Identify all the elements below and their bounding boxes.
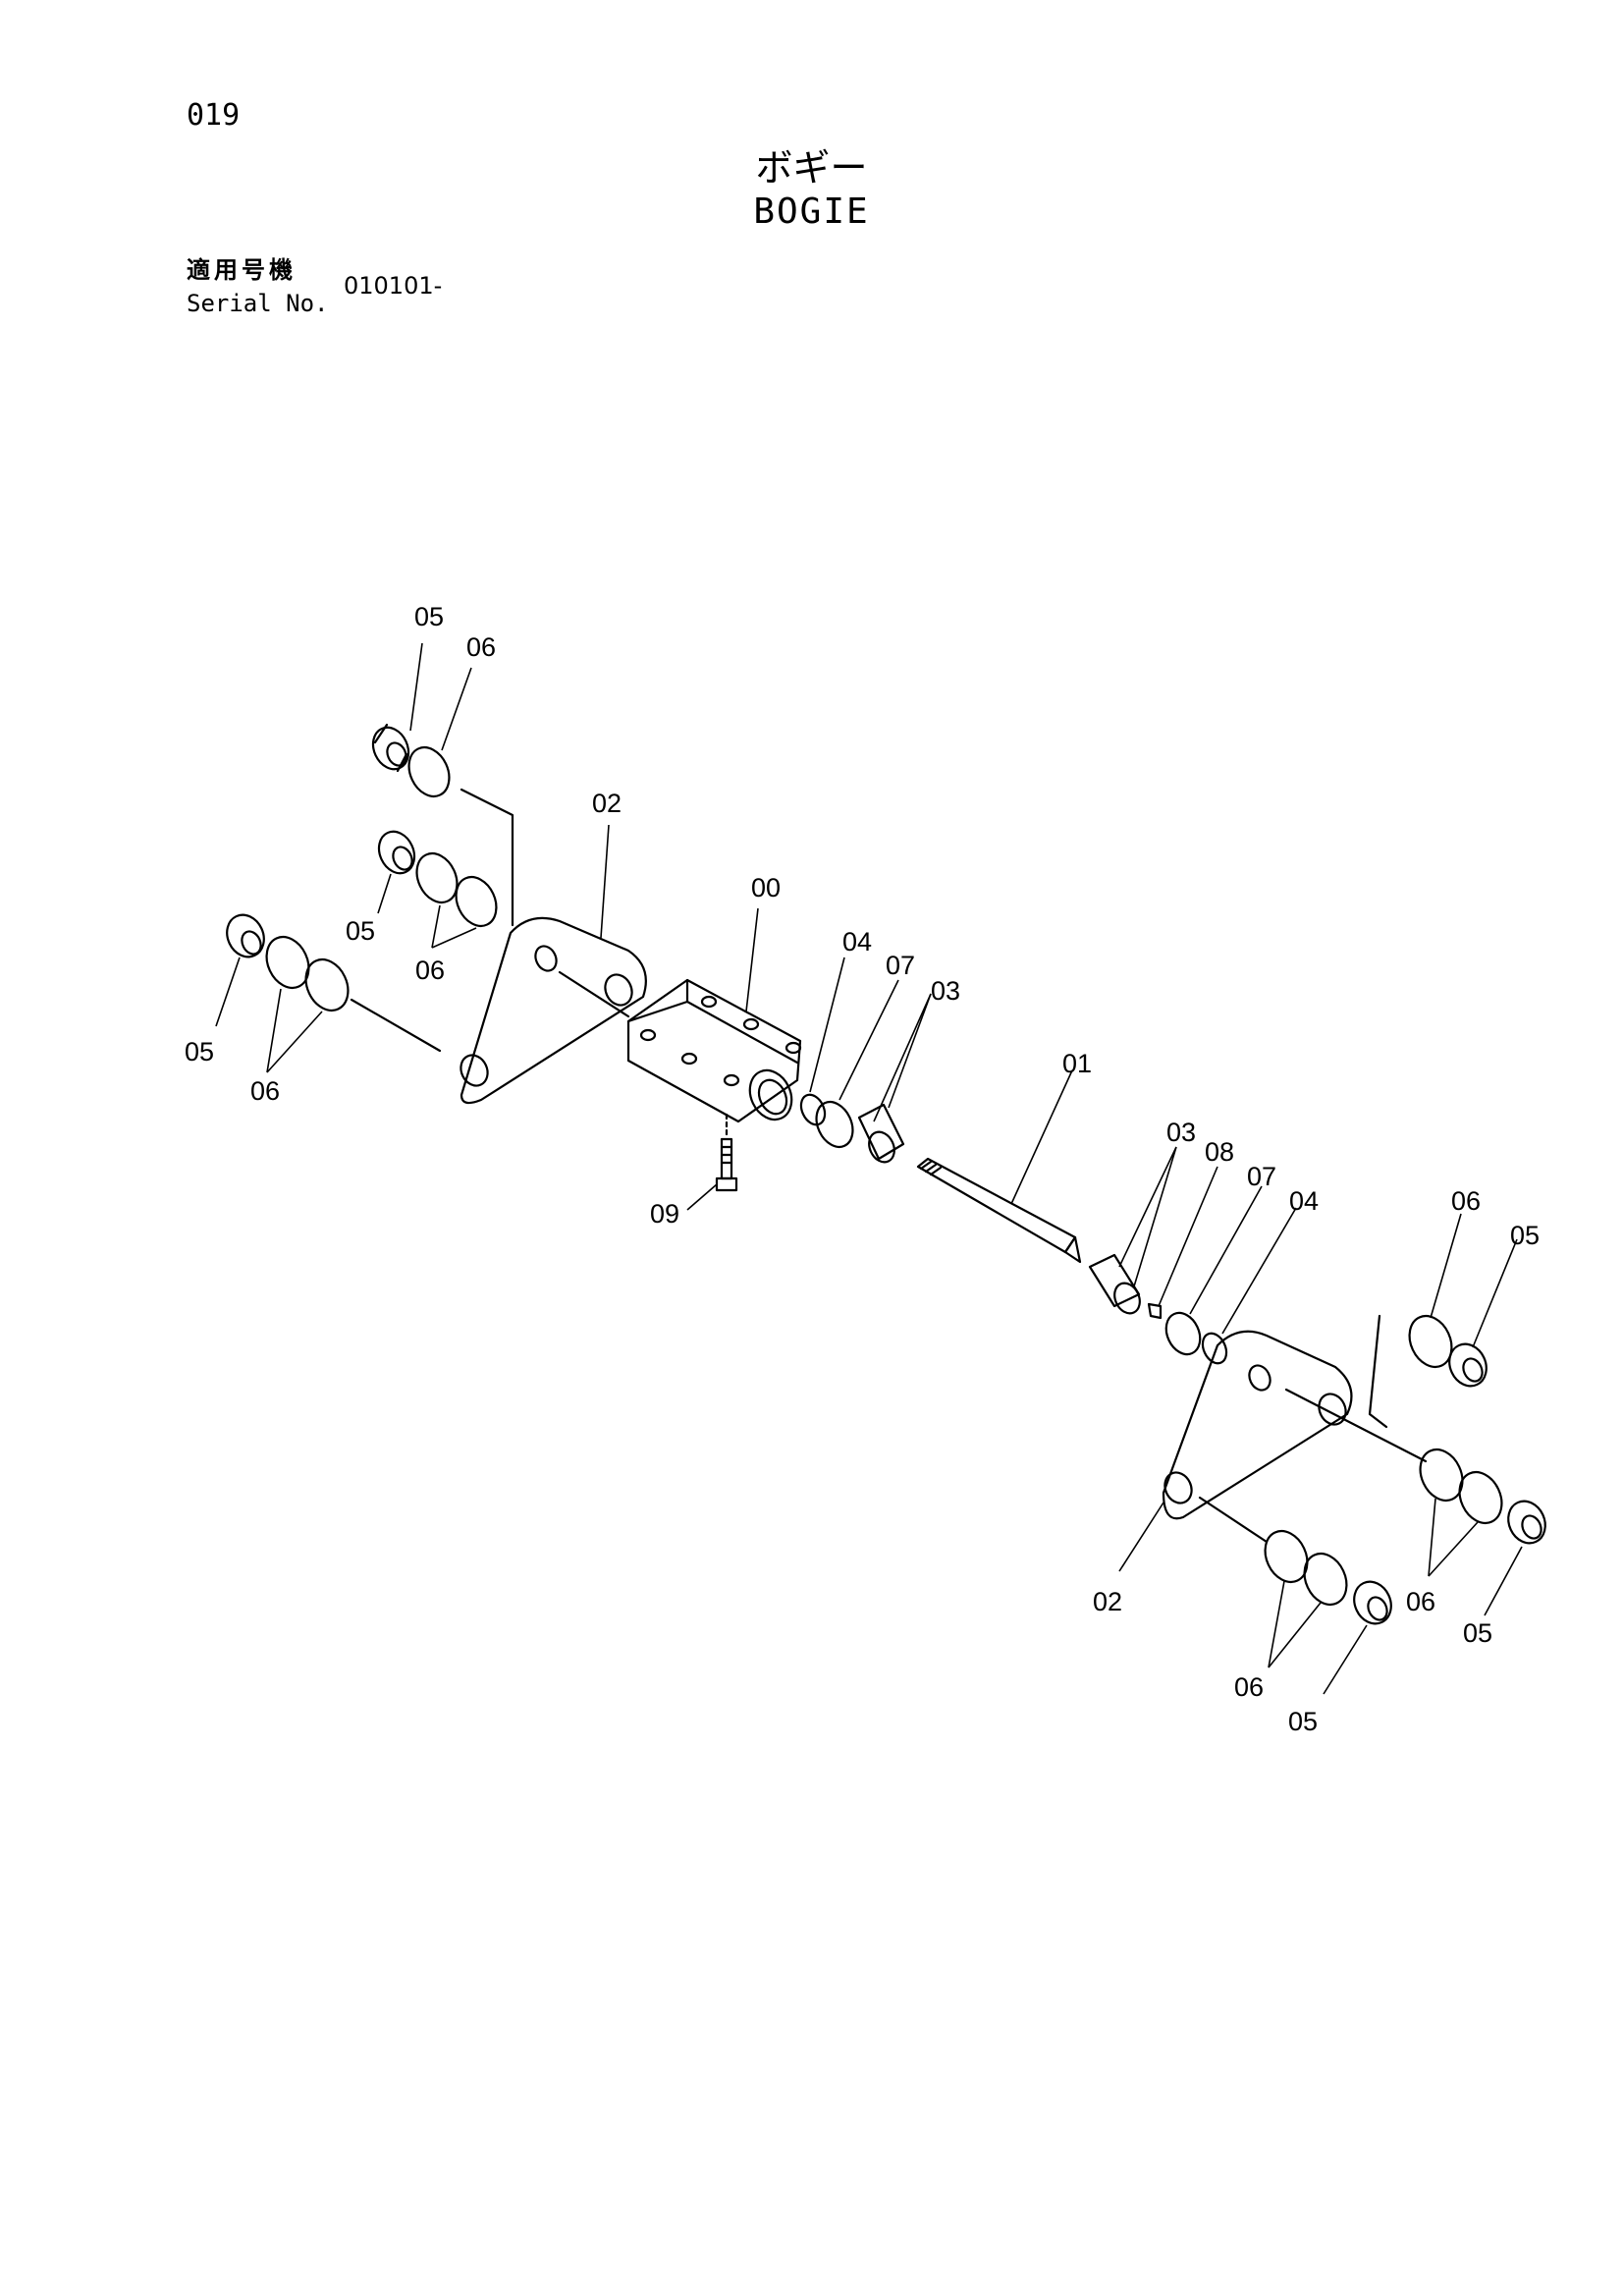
washer-06-mid-left-2	[455, 876, 498, 927]
callout-06-mid-left: 06	[415, 956, 445, 985]
callout-03-right: 03	[1166, 1118, 1196, 1147]
callout-06-right-mid: 06	[1406, 1587, 1435, 1616]
nut-05-top-left	[371, 723, 410, 773]
callout-04-right: 04	[1289, 1186, 1319, 1216]
callout-06-right-low: 06	[1234, 1672, 1264, 1702]
callout-06-low-left: 06	[250, 1076, 280, 1106]
washer-06-low-left-1	[265, 936, 310, 989]
callout-05-low-left: 05	[185, 1037, 214, 1066]
nut-05-mid-left	[377, 830, 416, 875]
serial-label-japanese: 適用号機	[187, 256, 297, 284]
nut-05-right-mid	[1507, 1500, 1546, 1545]
callout-08-fitting: 08	[1205, 1137, 1234, 1167]
oring-07-left	[815, 1100, 854, 1149]
washer-06-right-mid-1	[1419, 1449, 1464, 1502]
title-english: BOGIE	[753, 191, 870, 232]
leader-washer-top-to-plate	[460, 788, 514, 927]
oring-07-right	[1164, 1311, 1202, 1356]
bushing-03-left	[857, 1103, 905, 1164]
title-japanese: ボギー	[755, 146, 868, 190]
serial-value: 010101-	[344, 272, 443, 300]
shaft-01	[916, 1157, 1082, 1264]
callout-03-left: 03	[931, 976, 960, 1006]
oring-04-left	[799, 1093, 827, 1126]
callout-04-left: 04	[842, 927, 872, 957]
washer-06-low-left-2	[304, 958, 350, 1011]
washer-06-right-top	[1408, 1315, 1453, 1368]
callout-leaders	[215, 642, 1523, 1695]
washer-06-mid-left-1	[415, 852, 459, 903]
callout-07-right: 07	[1247, 1162, 1276, 1191]
callout-05-top-left: 05	[414, 602, 444, 631]
callout-00-housing: 00	[751, 873, 781, 902]
page-number: 019	[187, 98, 241, 133]
leader-low-washer-to-plate	[350, 998, 442, 1053]
leader-plate-to-housing	[558, 970, 630, 1018]
washer-06-right-low-2	[1303, 1553, 1348, 1606]
callout-05-right-mid: 05	[1463, 1618, 1492, 1648]
washer-06-top-left	[407, 746, 451, 797]
callout-05-right-low: 05	[1288, 1707, 1318, 1736]
callout-06-top-left: 06	[466, 632, 496, 662]
washer-06-right-mid-2	[1458, 1471, 1503, 1524]
oring-04-right	[1201, 1332, 1228, 1365]
nut-05-low-left	[226, 913, 265, 958]
callout-02-left: 02	[592, 789, 622, 818]
leader-right-plate-bracket	[1368, 1314, 1388, 1429]
fitting-08	[1147, 1302, 1163, 1320]
leader-right-plate-washer-low	[1198, 1496, 1269, 1544]
callout-09-bolt: 09	[650, 1199, 679, 1229]
plate-02-left	[460, 916, 647, 1105]
callout-07-left: 07	[886, 951, 915, 980]
nut-05-right-top	[1448, 1342, 1488, 1388]
nut-05-right-low	[1353, 1580, 1392, 1625]
plate-02-right	[1162, 1330, 1353, 1520]
serial-label-english: Serial No.	[187, 290, 329, 317]
bolt-09	[715, 1137, 738, 1192]
callout-01-shaft: 01	[1062, 1049, 1092, 1078]
callout-02-right: 02	[1093, 1587, 1122, 1616]
callout-06-right-top: 06	[1451, 1186, 1481, 1216]
housing-00	[626, 978, 802, 1123]
callout-05-mid-left: 05	[346, 916, 375, 946]
washer-06-right-low-1	[1264, 1530, 1309, 1583]
callout-05-right-top: 05	[1510, 1221, 1540, 1250]
bushing-03-right	[1088, 1253, 1141, 1315]
leader-right-plate-washer-up	[1284, 1388, 1428, 1463]
